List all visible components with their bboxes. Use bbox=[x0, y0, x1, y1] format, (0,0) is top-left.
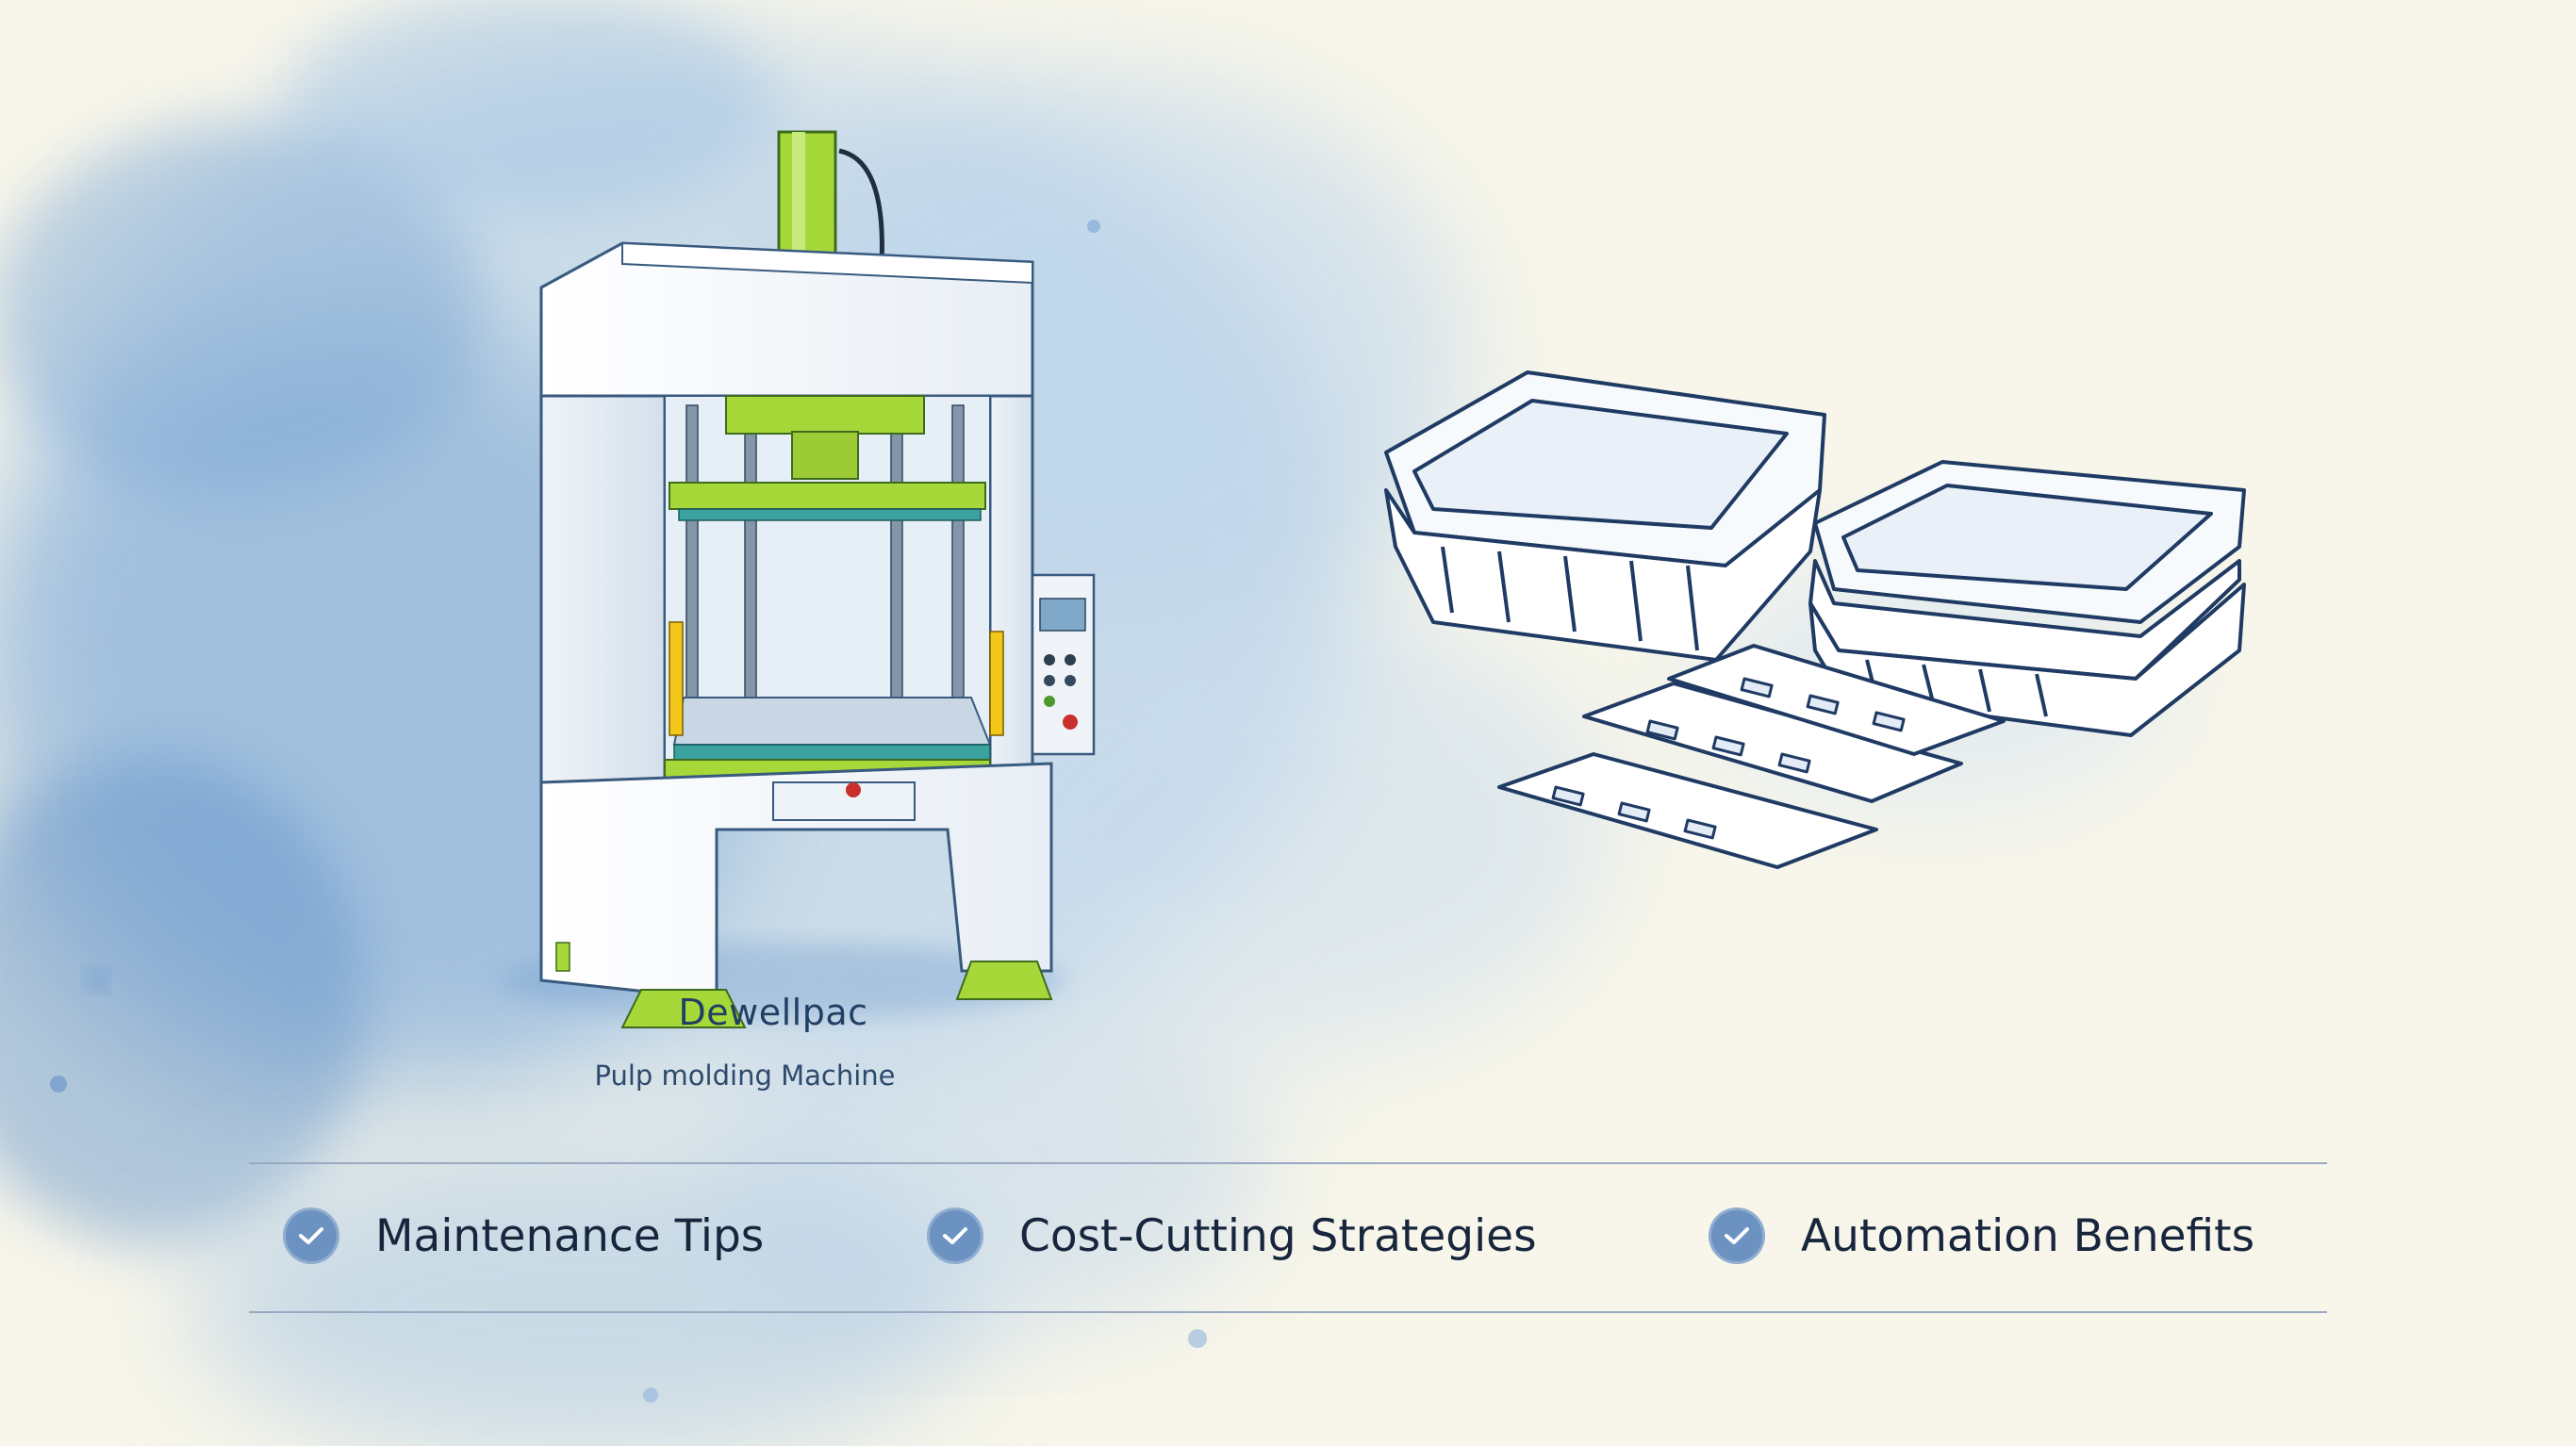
check-circle-icon bbox=[1709, 1208, 1765, 1264]
pulp-molding-machine bbox=[500, 130, 1096, 1028]
benefit-maintenance-tips: Maintenance Tips bbox=[283, 1205, 764, 1267]
benefit-label: Automation Benefits bbox=[1801, 1209, 2255, 1262]
benefit-label: Maintenance Tips bbox=[375, 1209, 765, 1262]
benefit-cost-cutting: Cost-Cutting Strategies bbox=[927, 1205, 1537, 1267]
benefit-label: Cost-Cutting Strategies bbox=[1019, 1209, 1537, 1262]
check-circle-icon bbox=[927, 1208, 983, 1264]
divider-top bbox=[249, 1162, 2327, 1164]
machine-subtitle-label: Pulp molding Machine bbox=[594, 1060, 896, 1092]
pulp-trays bbox=[1384, 370, 2246, 869]
benefit-automation: Automation Benefits bbox=[1709, 1205, 2254, 1267]
check-circle-icon bbox=[283, 1208, 339, 1264]
divider-bottom bbox=[249, 1311, 2327, 1313]
machine-brand-label: Dewellpac bbox=[678, 992, 868, 1033]
